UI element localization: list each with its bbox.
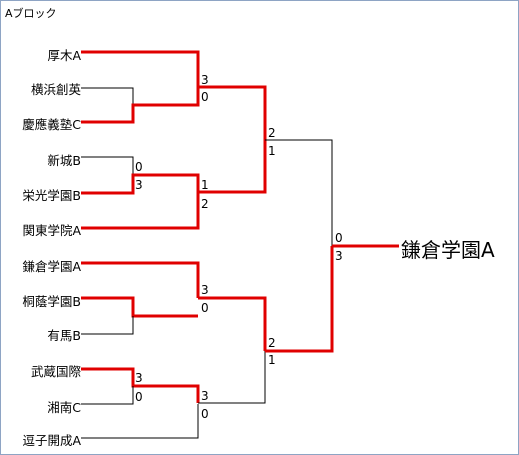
line-shonan bbox=[81, 386, 134, 405]
score-r1b-bottom: 0 bbox=[135, 390, 143, 404]
line-sf1-bottom bbox=[198, 140, 267, 194]
team-label-6: 関東学院A bbox=[22, 223, 81, 238]
champion-label: 鎌倉学園A bbox=[401, 238, 495, 262]
score-r2d-top: 3 bbox=[201, 389, 209, 403]
score-r2d-bottom: 0 bbox=[201, 407, 209, 421]
line-shinjo bbox=[81, 156, 134, 175]
score-r2b-top: 1 bbox=[201, 178, 209, 192]
score-sf1-top: 2 bbox=[268, 126, 276, 140]
line-sf2-top bbox=[198, 296, 267, 351]
score-r1a-top: 0 bbox=[135, 160, 143, 174]
line-sf1-top bbox=[198, 85, 267, 140]
score-sf2-bottom: 1 bbox=[268, 353, 276, 367]
line-zushi bbox=[81, 404, 199, 439]
team-label-3: 慶應義塾C bbox=[22, 117, 81, 132]
score-r2a-bottom: 0 bbox=[201, 90, 209, 104]
score-r2a-top: 3 bbox=[201, 73, 209, 87]
line-yokohama-soei bbox=[81, 87, 134, 104]
score-r2b-bottom: 2 bbox=[201, 197, 209, 211]
line-kamakura bbox=[81, 261, 200, 298]
line-sf2-bottom bbox=[198, 351, 266, 404]
block-title: Aブロック bbox=[5, 7, 57, 20]
line-keio bbox=[81, 87, 200, 124]
line-final-top bbox=[265, 139, 333, 246]
score-r1b-top: 3 bbox=[135, 371, 143, 385]
team-label-5: 栄光学園B bbox=[22, 188, 81, 203]
team-label-11: 湘南C bbox=[47, 400, 81, 415]
score-sf1-bottom: 1 bbox=[268, 144, 276, 158]
team-label-12: 逗子開成A bbox=[22, 433, 81, 448]
line-arima bbox=[81, 316, 134, 335]
team-label-4: 新城B bbox=[47, 153, 81, 168]
score-sf2-top: 2 bbox=[268, 336, 276, 350]
team-label-10: 武蔵国際 bbox=[30, 364, 81, 379]
score-r2c-bottom: 0 bbox=[201, 301, 209, 315]
team-label-8: 桐蔭学園B bbox=[22, 294, 81, 309]
score-r2c-top: 3 bbox=[201, 283, 209, 297]
team-label-1: 厚木A bbox=[47, 48, 81, 63]
score-final-top: 0 bbox=[335, 231, 343, 245]
team-label-2: 横浜創英 bbox=[30, 82, 81, 97]
line-eiko bbox=[81, 173, 200, 195]
score-r1a-bottom: 3 bbox=[135, 178, 143, 192]
team-label-7: 鎌倉学園A bbox=[22, 259, 81, 274]
line-final-bottom bbox=[265, 246, 334, 353]
line-toin bbox=[81, 296, 198, 318]
line-kanto bbox=[81, 192, 200, 230]
score-final-bottom: 3 bbox=[335, 249, 343, 263]
line-atsugi bbox=[81, 50, 200, 87]
team-label-9: 有馬B bbox=[47, 328, 81, 343]
